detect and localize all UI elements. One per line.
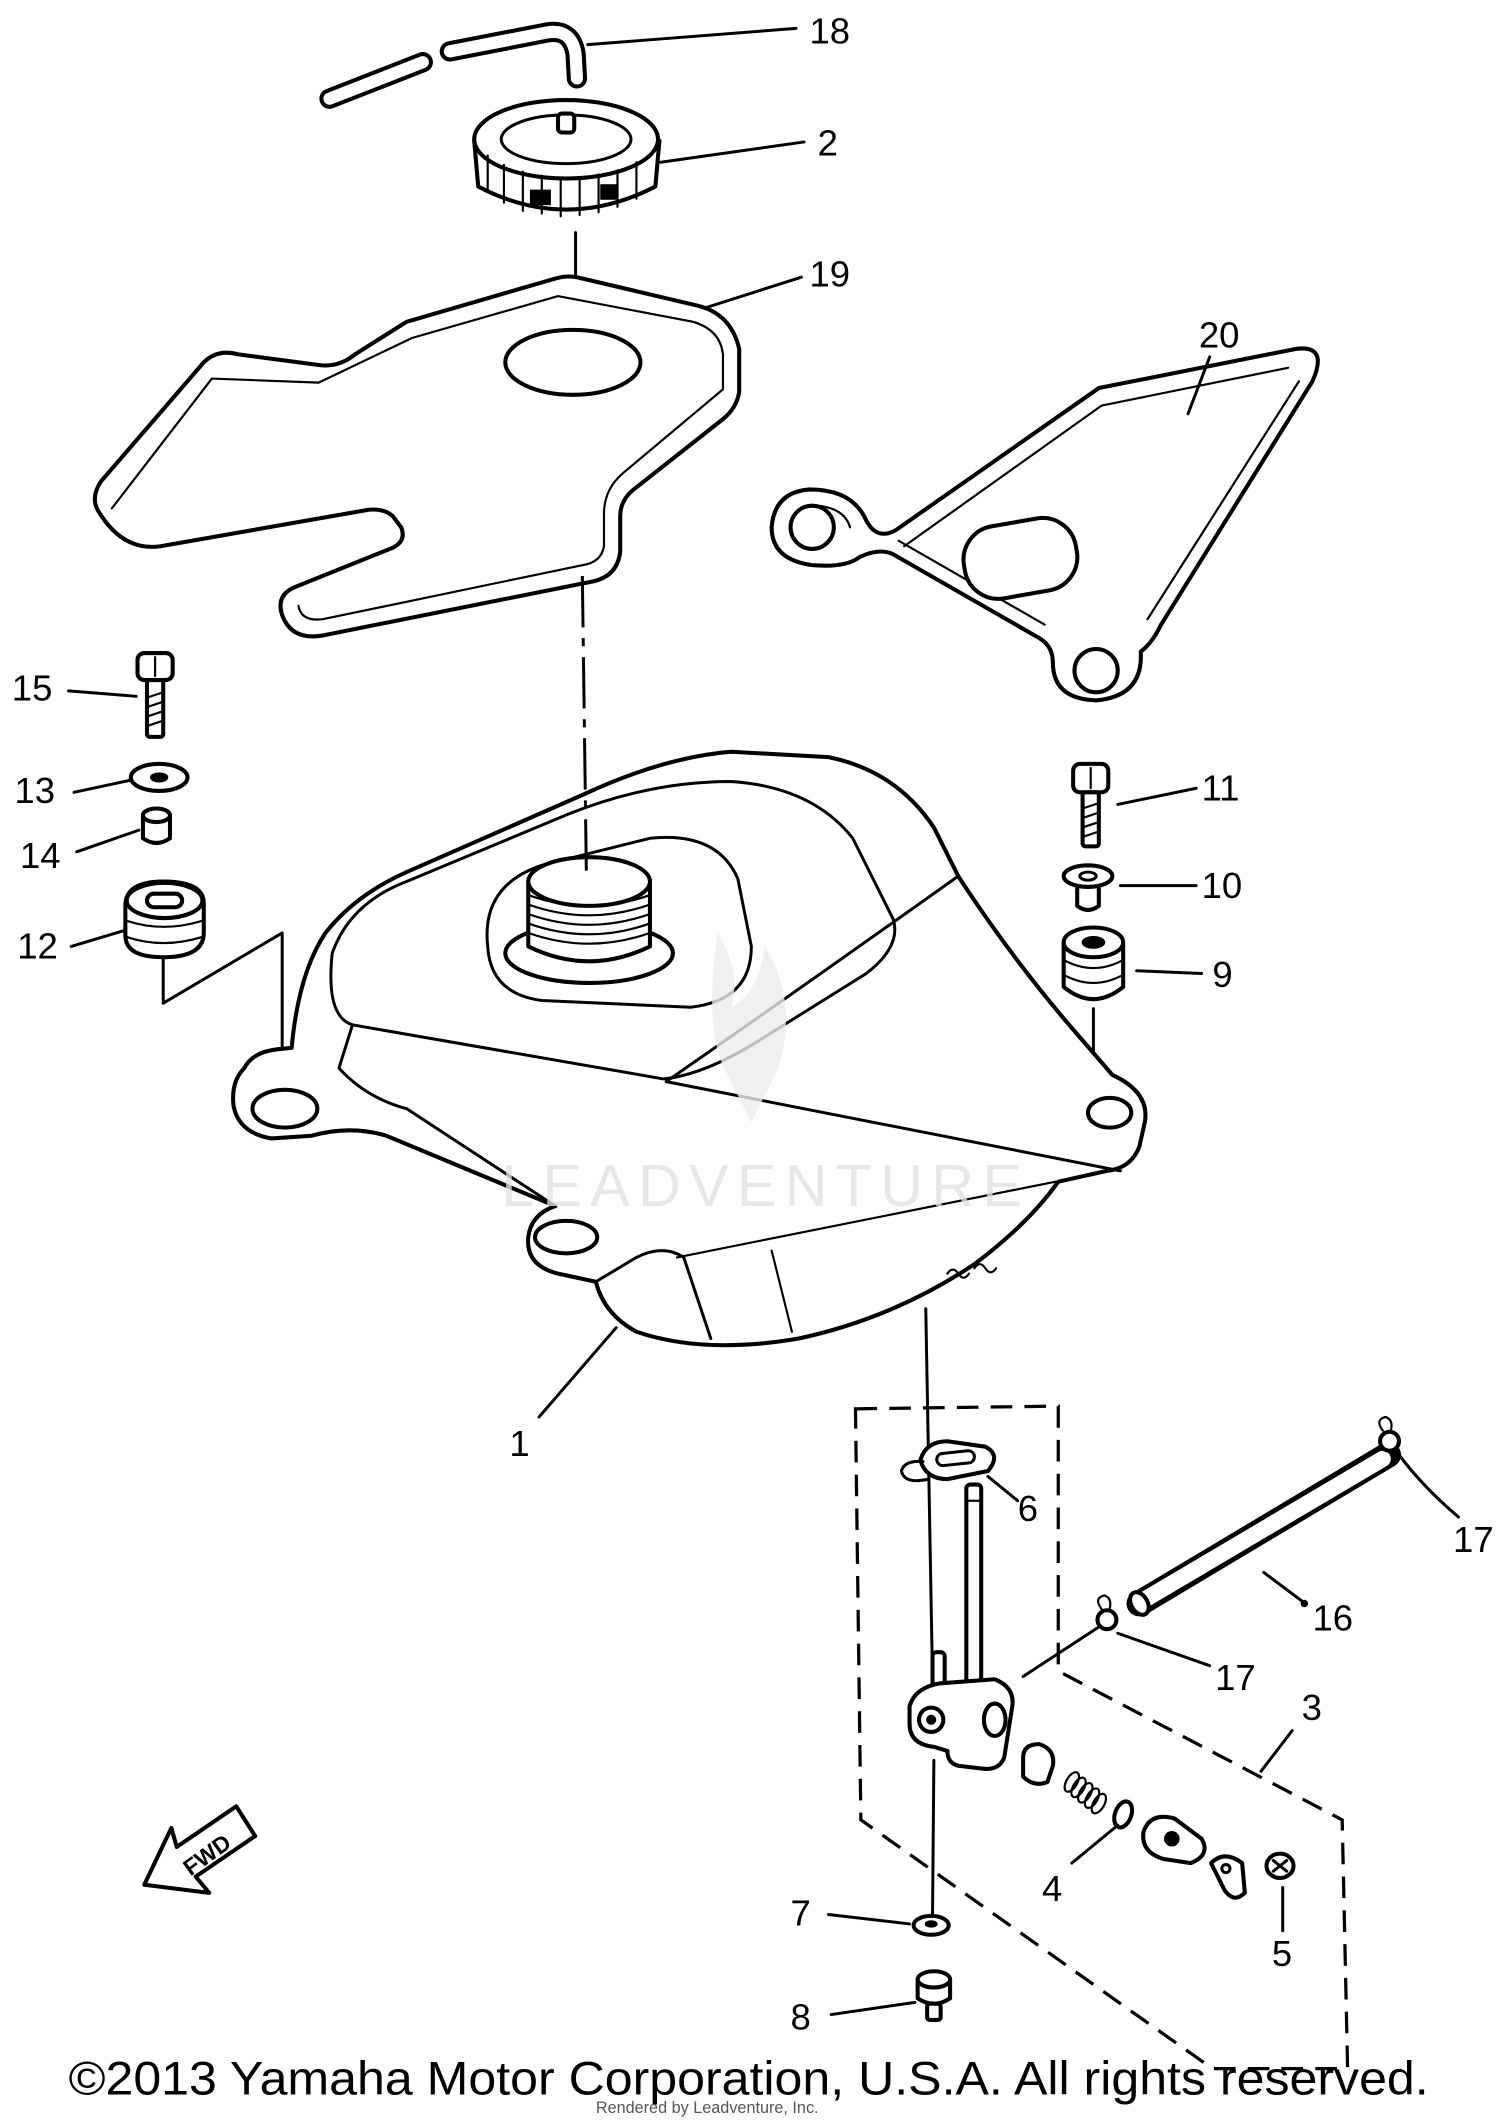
callout-14: 14	[20, 835, 61, 876]
rendered-by-note: Rendered by Leadventure, Inc.	[596, 2099, 819, 2117]
leader-line-19	[702, 275, 803, 310]
part-7-washer	[911, 1913, 951, 1937]
leader-line-18	[586, 26, 798, 47]
forward-arrow-icon: FWD	[142, 1804, 258, 1895]
part-10-collar	[1061, 863, 1115, 912]
part-20-plate	[769, 346, 1320, 703]
leader-marker-16	[1300, 1599, 1309, 1608]
leader-line-13	[72, 778, 133, 794]
fuel-cock-internals	[1021, 1742, 1247, 1900]
watermark: LEADVENTURE	[501, 932, 1030, 1219]
callout-1: 1	[509, 1423, 529, 1464]
callout-15: 15	[12, 667, 53, 708]
callout-20: 20	[1199, 314, 1240, 355]
leader-line-11	[1116, 786, 1198, 806]
callout-9: 9	[1212, 954, 1232, 995]
part-14-collar	[140, 806, 173, 846]
leader-line-6	[986, 1474, 1020, 1503]
part-19-pad	[92, 274, 742, 639]
assembly-line-left	[161, 931, 284, 1092]
assembly-line-cock	[924, 1307, 935, 1681]
leader-line-4	[1070, 1823, 1120, 1865]
watermark-text: LEADVENTURE	[501, 1152, 1030, 1219]
leader-line-20	[1186, 355, 1212, 416]
part-8-screw	[915, 1969, 953, 2022]
leader-line-1	[537, 1326, 618, 1419]
part-13-washer	[128, 761, 190, 793]
leader-line-7	[826, 1913, 912, 1926]
callout-2: 2	[818, 122, 838, 163]
leader-line-12	[69, 928, 127, 948]
callout-12: 12	[17, 926, 58, 967]
connection-line-hose	[1021, 1626, 1099, 1679]
leader-line-16	[1262, 1570, 1304, 1603]
callout-8: 8	[791, 1996, 811, 2037]
part-9-grommet	[1061, 925, 1126, 1002]
callout-4: 4	[1042, 1868, 1062, 1909]
part-17-clip-lower	[1095, 1594, 1119, 1632]
part-15-bolt	[135, 651, 175, 739]
pad-filler-hole	[503, 327, 643, 397]
part-1-fuel-tank	[231, 749, 1148, 1348]
assembly-3-boundary	[853, 1404, 1350, 2071]
callout-3: 3	[1302, 1687, 1322, 1728]
leader-line-8	[829, 2000, 917, 2017]
callout-18: 18	[809, 10, 850, 51]
callout-5: 5	[1272, 1933, 1292, 1974]
callout-6: 6	[1018, 1488, 1038, 1529]
part-18-hose	[319, 21, 588, 109]
callout-10: 10	[1202, 865, 1243, 906]
copyright-notice: ©2013 Yamaha Motor Corporation, U.S.A. A…	[69, 2052, 1429, 2105]
leader-line-17-lower	[1116, 1631, 1212, 1668]
leader-line-17-upper	[1397, 1453, 1460, 1519]
part-16-fuel-hose	[1126, 1441, 1402, 1617]
leader-line-3	[1259, 1729, 1294, 1773]
leader-line-15	[67, 689, 138, 698]
assembly-line-drain	[931, 1758, 936, 1916]
fuel-cock-body	[907, 1482, 1015, 1771]
callout-7: 7	[791, 1892, 811, 1933]
leader-line-9	[1135, 969, 1204, 975]
part-2-fuel-cap	[472, 98, 662, 218]
callout-13: 13	[14, 770, 55, 811]
leader-line-14	[75, 828, 141, 854]
part-12-grommet	[123, 879, 206, 960]
center-line-tank	[580, 575, 588, 877]
leader-line-2	[659, 140, 806, 164]
part-11-bolt	[1071, 761, 1111, 849]
callout-19: 19	[809, 254, 850, 295]
part-4-o-ring	[1112, 1799, 1135, 1830]
part-17-clip-upper	[1378, 1415, 1402, 1453]
part-6-gasket	[899, 1439, 997, 1483]
callout-16: 16	[1312, 1598, 1353, 1639]
part-5-screw	[1264, 1851, 1296, 1881]
callout-11: 11	[1202, 767, 1240, 808]
callout-17-lower: 17	[1215, 1657, 1256, 1698]
callout-17-upper: 17	[1453, 1519, 1494, 1560]
